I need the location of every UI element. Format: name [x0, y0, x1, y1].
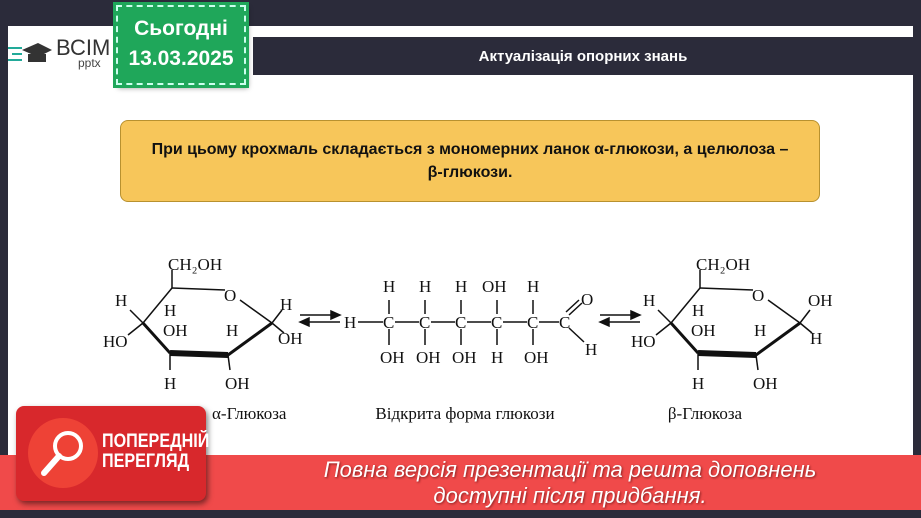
date-badge: Сьогодні 13.03.2025 — [113, 2, 249, 88]
atom-label: C — [419, 313, 430, 332]
bond — [568, 327, 585, 343]
bond — [699, 287, 754, 291]
bond — [127, 322, 144, 336]
atom-label: O — [581, 290, 593, 309]
bond — [767, 299, 801, 324]
bond — [670, 287, 701, 324]
atom-label: O — [224, 286, 236, 305]
atom-label: O — [752, 286, 764, 305]
caption-alpha: α-Глюкоза — [212, 404, 287, 423]
bond — [799, 309, 811, 324]
atom-label: H — [754, 321, 766, 340]
atom-label: C — [383, 313, 394, 332]
atom-label: OH — [278, 329, 303, 348]
atom-label: H — [585, 340, 597, 359]
atom-label: H — [643, 291, 655, 310]
atom-label: OH — [482, 277, 507, 296]
atom-label: H — [280, 295, 292, 314]
magnifier-icon — [28, 418, 98, 488]
date-label: Сьогодні — [134, 17, 228, 40]
atom-label: OH — [380, 348, 405, 367]
caption-beta: β-Глюкоза — [668, 404, 743, 423]
bond — [755, 321, 801, 357]
atom-label: C — [559, 313, 570, 332]
arrow-right-icon — [630, 309, 642, 321]
atom-label: H — [164, 301, 176, 320]
banner-line-1: Повна версія презентації та решта доповн… — [323, 457, 817, 482]
preview-line-2: ПЕРЕГЛЯД — [102, 451, 190, 472]
atom-label: H — [419, 277, 431, 296]
atom-label: H — [164, 374, 176, 393]
caption-open: Відкрита форма глюкози — [375, 404, 554, 423]
atom-label: OH — [808, 291, 833, 310]
atom-label: H — [810, 329, 822, 348]
atom-label: OH — [691, 321, 716, 340]
note-box: При цьому крохмаль складається з мономер… — [120, 120, 820, 202]
bond — [227, 321, 273, 357]
slide-title-bar: Актуалізація опорних знань — [253, 37, 913, 75]
bond — [799, 322, 813, 334]
atom-label: H — [527, 277, 539, 296]
atom-label: H — [491, 348, 503, 367]
atom-label: OH — [452, 348, 477, 367]
atom-label: OH — [524, 348, 549, 367]
bond — [271, 309, 283, 324]
graduation-cap-icon — [8, 43, 52, 62]
note-line-2: β-глюкози. — [427, 164, 513, 181]
bond — [655, 322, 672, 336]
bond — [171, 287, 226, 291]
bond — [565, 299, 580, 313]
bond — [129, 309, 144, 324]
bond — [755, 354, 759, 371]
arrow-left-icon — [298, 316, 310, 328]
atom-label: H — [455, 277, 467, 296]
note-line-1: При цьому крохмаль складається з мономер… — [151, 141, 789, 158]
arrow-right-icon — [330, 309, 342, 321]
atom-label: OH — [163, 321, 188, 340]
atom-label: C — [491, 313, 502, 332]
bond — [697, 350, 757, 358]
bond — [227, 354, 231, 371]
bond — [669, 321, 700, 355]
atom-label: H — [115, 291, 127, 310]
atom-label: OH — [416, 348, 441, 367]
bond — [657, 309, 672, 324]
bond — [271, 322, 285, 334]
atom-label: H — [226, 321, 238, 340]
bond — [169, 350, 229, 358]
slide-title: Актуалізація опорних знань — [478, 47, 688, 65]
bond — [568, 302, 583, 316]
atom-label: HO — [103, 332, 128, 351]
bond — [142, 287, 173, 324]
date-value: 13.03.2025 — [128, 47, 234, 70]
preview-line-1: ПОПЕРЕДНІЙ — [102, 431, 210, 452]
atom-label: CH₂OH — [696, 255, 750, 274]
atom-label: HO — [631, 332, 656, 351]
logo-brand: ВСІМ — [56, 35, 111, 60]
atom-label: C — [455, 313, 466, 332]
banner-line-2: доступні після придбання. — [433, 483, 707, 508]
atom-label: H — [383, 277, 395, 296]
bond — [239, 299, 273, 324]
bond — [141, 321, 172, 355]
atom-label: H — [344, 313, 356, 332]
atom-label: H — [692, 301, 704, 320]
arrow-left-icon — [598, 316, 610, 328]
atom-label: C — [527, 313, 538, 332]
atom-label: OH — [753, 374, 778, 393]
atom-label: H — [692, 374, 704, 393]
atom-label: OH — [225, 374, 250, 393]
logo-sub: pptx — [78, 56, 101, 70]
atom-label: CH₂OH — [168, 255, 222, 274]
